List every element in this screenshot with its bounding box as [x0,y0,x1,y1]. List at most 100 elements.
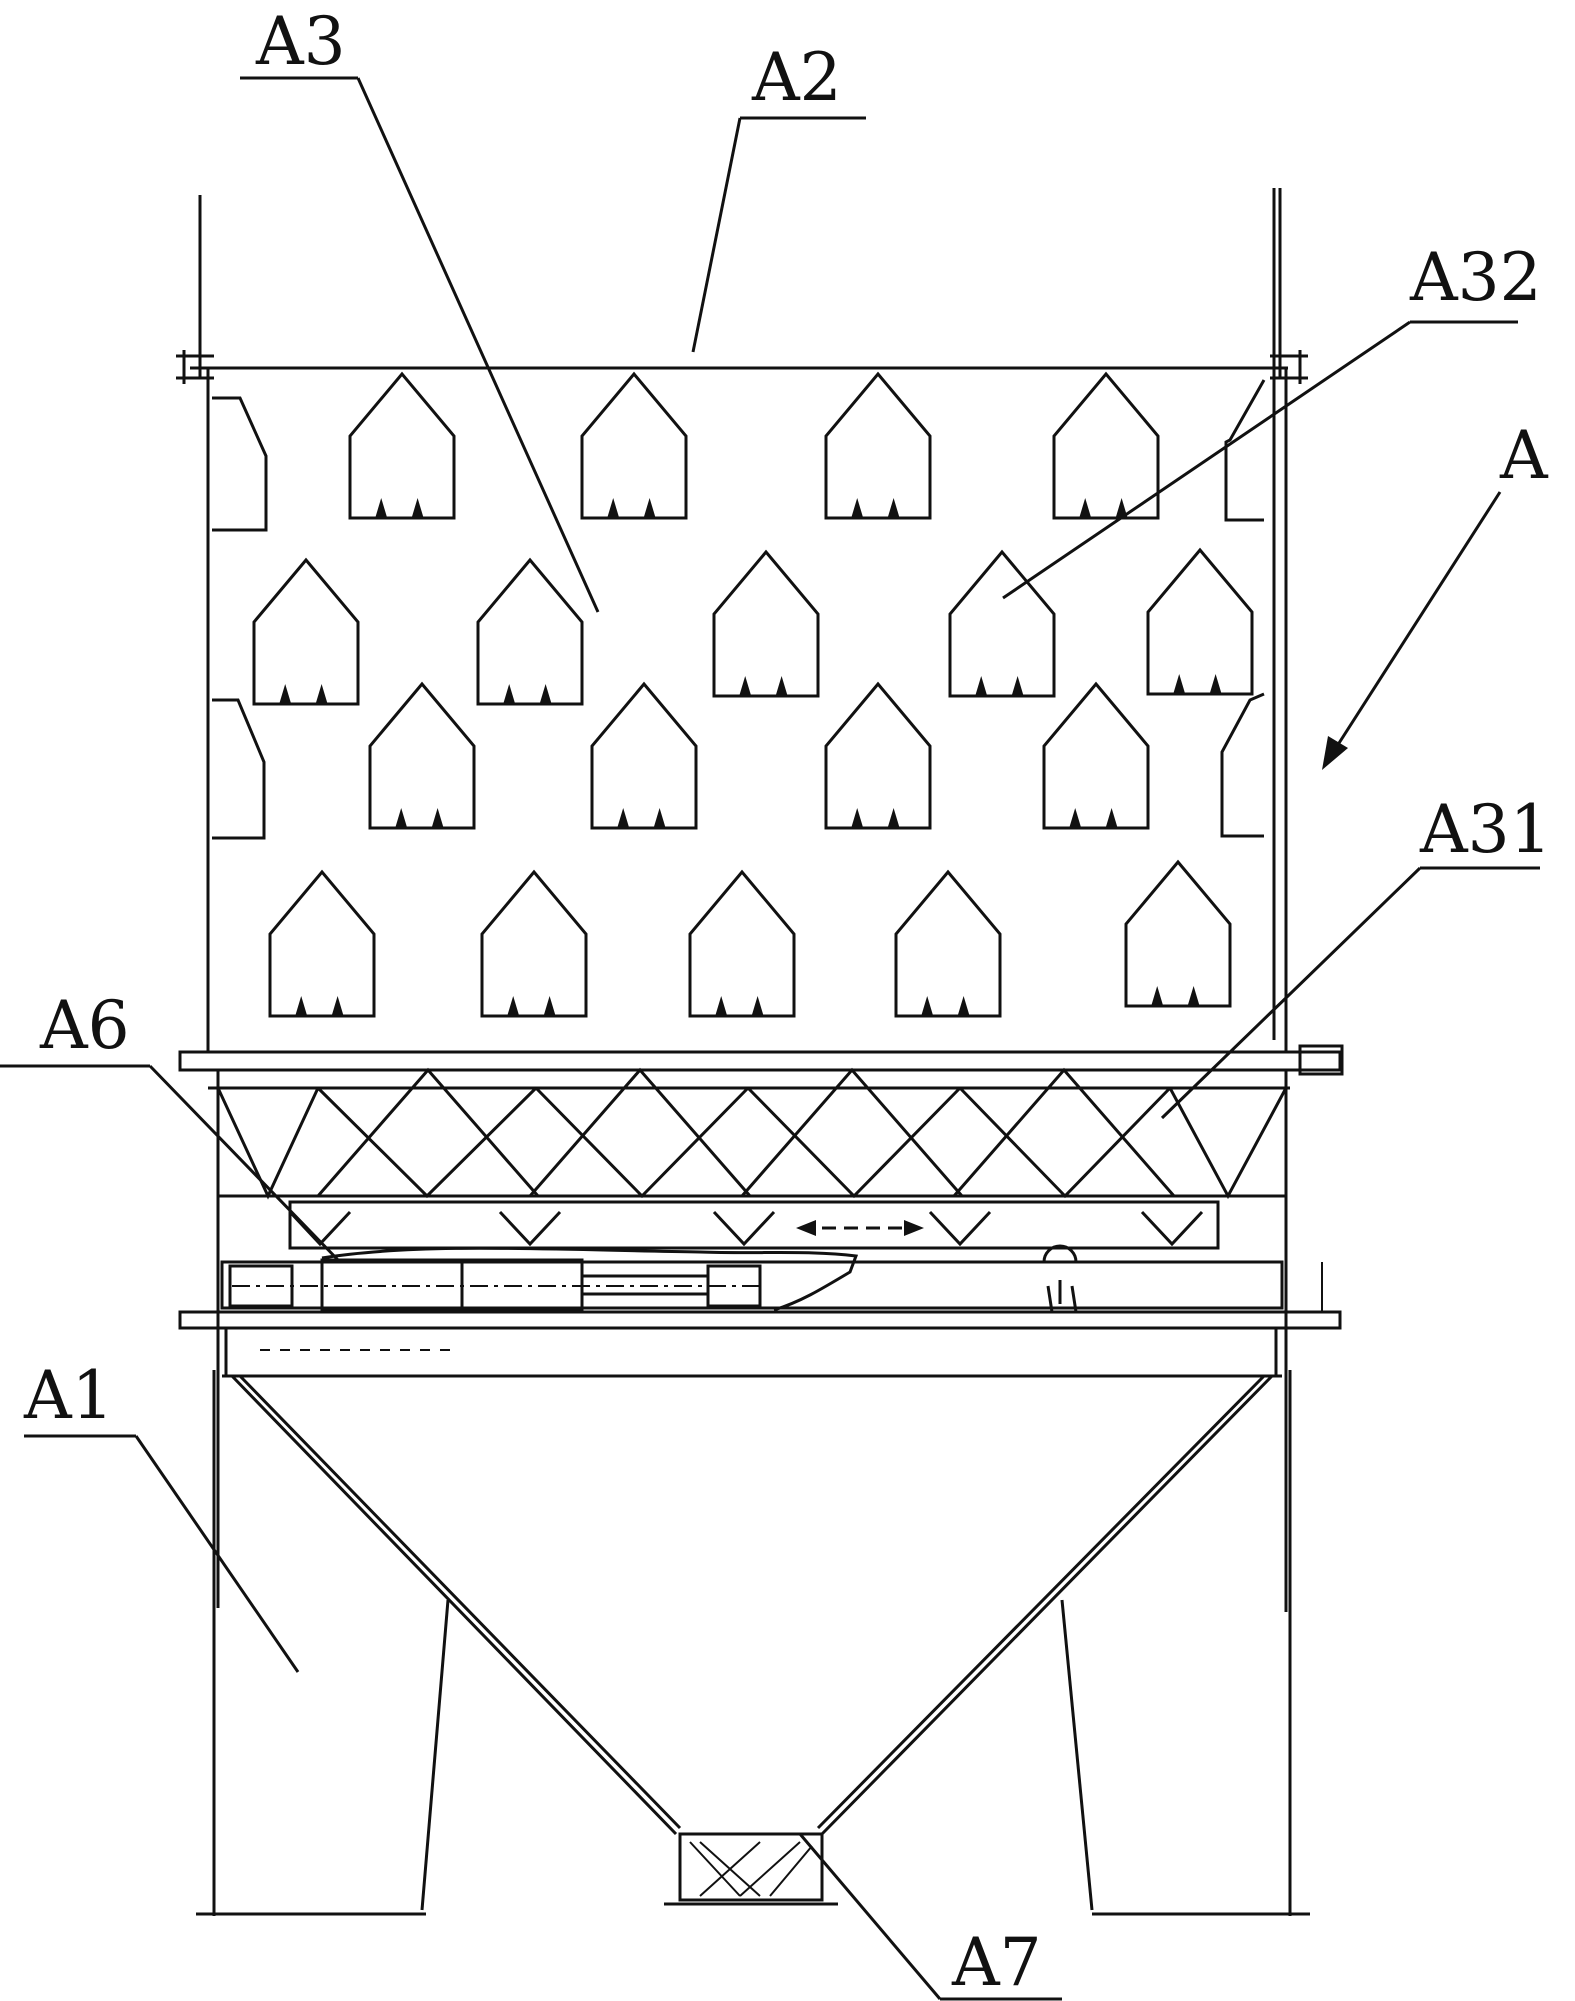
cartridge-outline [580,371,688,520]
filter-cartridge [476,557,584,706]
cartridge-foot [411,498,424,518]
filter-cartridge [1124,859,1232,1008]
left-leg-inner [420,1599,450,1911]
cartridge-foot [395,808,408,828]
leader-a6-pointer [148,1064,342,1264]
label-a: A [1499,417,1549,494]
label-a2: A2 [751,39,842,116]
gauge-symbol [1042,1244,1078,1313]
cartridge-foot [543,996,556,1016]
cartridge-foot [331,996,344,1016]
cartridge-foot [1173,674,1186,694]
filter-cartridge [480,869,588,1018]
cartridge-foot [295,996,308,1016]
cartridge-foot [851,498,864,518]
hopper-right-side-inner [816,1374,1266,1830]
cartridge-partial [212,396,268,532]
cartridge-foot [431,808,444,828]
cartridge-foot [1069,808,1082,828]
cartridge-foot [279,684,292,704]
conveyor-trough [288,1200,1220,1250]
motion-arrow-head-left [796,1220,816,1236]
filter-cartridge [824,371,932,520]
filter-cartridge [368,681,476,830]
cartridge-foot [975,676,988,696]
label-a1: A1 [23,1357,114,1434]
cartridge-foot [1209,674,1222,694]
cartridge-foot [715,996,728,1016]
cartridge-foot [751,996,764,1016]
label-a32: A32 [1409,239,1542,316]
leader-a3-pointer [356,77,600,613]
cartridge-foot [643,498,656,518]
cartridge-foot [1151,986,1164,1006]
cartridge-foot [739,676,752,696]
cartridge-outline [688,869,796,1018]
cartridge-foot [617,808,630,828]
cartridge-outline [712,549,820,698]
cartridge-outline [348,371,456,520]
filter-cartridge [1042,681,1150,830]
upper-support-beam [178,1050,1342,1072]
cartridge-outline [590,681,698,830]
hopper-ridge [528,1067,752,1197]
cartridge-foot [507,996,520,1016]
discharge-chutes [288,1210,1204,1247]
cartridge-outline [368,681,476,830]
cartridge-outline [824,681,932,830]
drive-housing [220,1260,1284,1310]
cartridge-outline [1146,547,1254,696]
cartridge-outline [824,371,932,520]
leader-lines [0,76,1540,2001]
hopper-funnel [746,1086,962,1199]
cartridge-outline [252,557,360,706]
motion-arrow-head-right [904,1220,924,1236]
cartridge-outline [268,869,376,1018]
support-legs [196,1370,1310,1916]
leader-a2-pointer [691,117,742,353]
hopper-funnel [316,1086,538,1199]
cartridge-foot [921,996,934,1016]
filter-cartridge [1146,547,1254,696]
lower-beam [178,1262,1342,1378]
upper-chamber [176,188,1308,1052]
hopper-funnel [534,1086,750,1199]
cartridge-foot [375,498,388,518]
arrow-a-shaft [1330,491,1502,755]
lower-support-beam [178,1310,1342,1330]
left-top-flange [176,350,214,384]
upper-beam-flange [1298,1044,1344,1076]
filter-cartridge [1052,371,1160,520]
arrow-a-head [1322,736,1348,770]
cartridge-foot [1011,676,1024,696]
filter-cartridge [824,681,932,830]
outlet-hatching [689,1841,813,1897]
filter-cartridges [212,371,1266,1018]
filter-cartridge [894,869,1002,1018]
discharge-chute [288,1210,352,1247]
hopper-ridge [952,1067,1176,1197]
discharge-outlet [678,1832,824,1902]
label-a3: A3 [255,3,346,80]
cartridge-foot [887,808,900,828]
discharge-chute [928,1210,992,1247]
leader-a31-pointer [1160,866,1422,1120]
cartridge-outline [1052,371,1160,520]
drive-cover-profile [321,1246,859,1312]
cartridge-partial [1220,692,1265,838]
filter-cartridge [268,869,376,1018]
cartridge-foot [887,498,900,518]
label-a7: A7 [951,1924,1042,2001]
cartridge-outline [948,549,1056,698]
cartridge-foot [1115,498,1128,518]
cartridge-outline [480,869,588,1018]
right-leg-inner [1060,1599,1094,1911]
cartridge-partial [212,698,266,840]
cartridge-outline [1042,681,1150,830]
cartridge-outline [476,557,584,706]
hopper-right-side [820,1374,1274,1836]
drive-assembly [220,1244,1284,1313]
right-top-flange [1270,350,1308,384]
discharge-chute [1140,1210,1204,1247]
